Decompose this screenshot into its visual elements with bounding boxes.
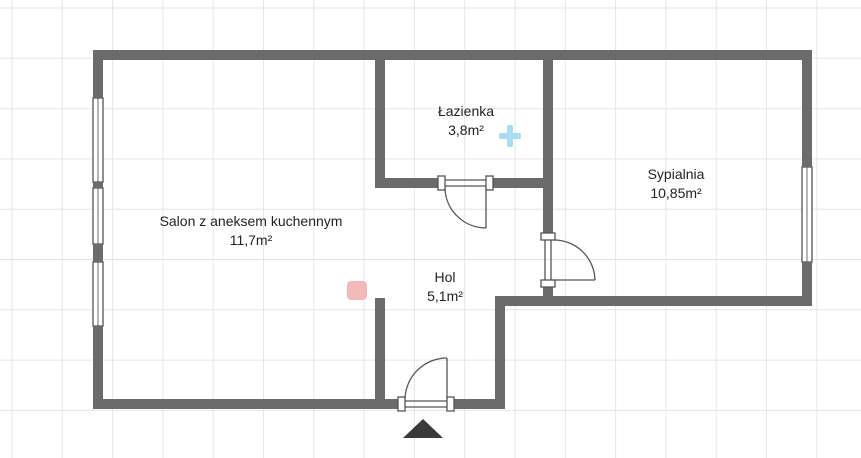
- wall-bath-bottom-right: [488, 178, 553, 188]
- room-label-bathroom: Łazienka 3,8m²: [438, 102, 494, 140]
- room-label-hall: Hol 5,1m²: [427, 268, 463, 306]
- door-bathroom: [437, 175, 494, 229]
- door-entrance: [397, 357, 455, 412]
- window-left-3: [92, 261, 104, 327]
- door-bedroom: [540, 232, 596, 288]
- wall-bath-bottom-left: [375, 178, 445, 188]
- room-name: Hol: [434, 269, 456, 285]
- room-area: 3,8m²: [448, 122, 484, 138]
- room-label-bedroom: Sypialnia 10,85m²: [648, 165, 705, 203]
- plus-cross-icon: [499, 125, 521, 147]
- window-right: [801, 166, 813, 263]
- room-area: 11,7m²: [229, 232, 273, 248]
- wall-top: [93, 50, 812, 60]
- room-area: 10,85m²: [650, 185, 702, 201]
- room-area: 5,1m²: [427, 288, 463, 304]
- room-name: Łazienka: [437, 103, 495, 119]
- wall-bedroom-bottom: [495, 296, 812, 306]
- hol-marker: [347, 281, 367, 300]
- walls: [93, 50, 812, 409]
- window-left-1: [92, 97, 104, 183]
- wall-right-top: [802, 50, 812, 167]
- wall-left-top: [93, 50, 103, 98]
- wall-salon-top: [375, 50, 385, 188]
- window-left-divider-2: [93, 244, 103, 262]
- wall-salon-bottom: [375, 298, 385, 409]
- wall-left-bottom: [93, 326, 103, 409]
- wall-bath-right: [543, 50, 553, 238]
- doors: [397, 175, 596, 412]
- wall-right-bottom: [802, 262, 812, 306]
- wall-hol-right: [495, 296, 505, 409]
- room-name: Salon z aneksem kuchennym: [159, 213, 343, 229]
- windows: [92, 97, 813, 327]
- window-left-2: [92, 187, 104, 245]
- wall-bedroom-door-bottom: [543, 282, 553, 306]
- wall-bottom-right: [452, 399, 505, 409]
- room-name: Sypialnia: [647, 166, 705, 182]
- window-left-divider: [93, 182, 103, 188]
- entrance-arrow-icon: [403, 419, 443, 438]
- wall-bottom-left: [93, 399, 400, 409]
- room-label-living-room: Salon z aneksem kuchennym 11,7m²: [160, 212, 343, 250]
